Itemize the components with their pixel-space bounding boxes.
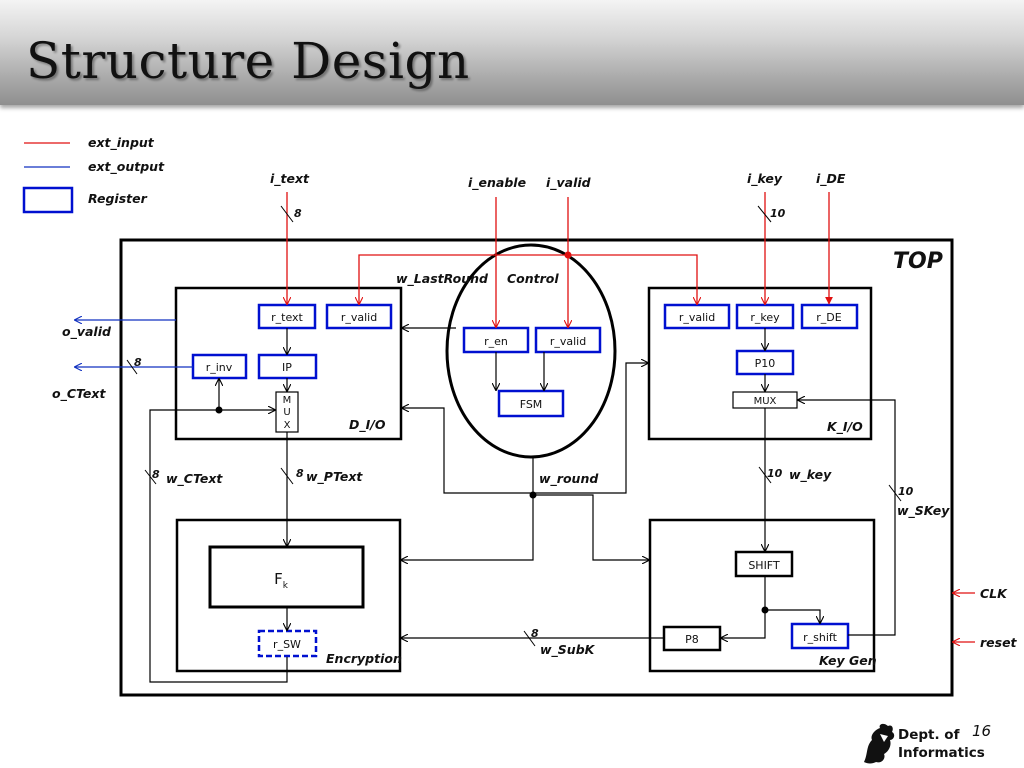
w-lastround-label: w_LastRound: [396, 271, 489, 287]
dio-r-text-label: r_text: [271, 311, 303, 324]
w-skey-width-tick: [888, 484, 902, 502]
o-ctext-width-tick: [126, 359, 138, 375]
kio-r-key-label: r_key: [750, 311, 780, 324]
o-valid-label: o_valid: [62, 324, 112, 340]
control-fsm-register: [497, 389, 565, 418]
w-key-width-tick: [758, 466, 772, 484]
w-subk-width: 8: [531, 627, 539, 640]
dio-r-valid-register: [325, 303, 393, 330]
control-fsm-label: FSM: [520, 398, 543, 411]
w-round-to-dio-wire: [402, 408, 534, 494]
i-de-label: i_DE: [816, 171, 846, 187]
top-module-box: [119, 238, 954, 697]
kio-r-valid-register: [663, 303, 731, 330]
w-round-label: w_round: [539, 471, 599, 487]
w-ctext-width-tick: [144, 469, 157, 485]
i-text-label: i_text: [270, 171, 310, 187]
w-ctext-width: 8: [152, 468, 160, 481]
control-r-en-label: r_en: [484, 335, 508, 348]
i-enable-label: i_enable: [468, 175, 526, 191]
keygen-shift-label: SHIFT: [748, 559, 780, 572]
slide-title: Structure Design: [26, 32, 470, 90]
dio-r-valid-label: r_valid: [341, 311, 377, 324]
w-round-to-keygen-wire: [533, 494, 649, 560]
keygen-shift-box: [734, 550, 794, 578]
dept-name: Dept. of Informatics: [898, 726, 985, 762]
w-round-to-kio-wire: [533, 363, 648, 494]
i-text-width: 8: [294, 207, 302, 220]
keygen-module-label: Key Gen: [819, 653, 877, 668]
dio-mux-label-m: M: [283, 395, 292, 406]
encryption-r-sw-register: [257, 629, 318, 658]
kio-p10-label: P10: [755, 357, 776, 370]
encryption-r-sw-label: r_SW: [273, 638, 301, 651]
kio-mux-label: MUX: [754, 396, 777, 407]
w-ctext-wire: [149, 409, 288, 683]
i-valid-to-kio-wire: [568, 254, 697, 304]
control-module-ellipse: [445, 243, 617, 459]
i-text-width-tick: [280, 205, 294, 223]
kio-module-label: K_I/O: [827, 419, 863, 435]
top-module-label: TOP: [893, 249, 943, 274]
w-ptext-width-tick: [280, 467, 294, 485]
encryption-module-label: Encryption: [326, 651, 402, 666]
w-key-label: w_key: [789, 467, 832, 483]
keygen-r-shift-register: [790, 622, 850, 650]
w-skey-label: w_SKey: [897, 503, 950, 519]
i-key-width-tick: [757, 205, 772, 223]
legend-input-label: ext_input: [88, 135, 155, 151]
kio-r-de-label: r_DE: [816, 311, 841, 324]
dio-module-label: D_I/O: [349, 417, 386, 433]
encryption-fk-box: [208, 545, 365, 609]
w-round-to-encryption-wire: [401, 495, 534, 560]
w-skey-width: 10: [898, 485, 914, 498]
page-number: 16: [972, 722, 992, 740]
encryption-fk-label: Fk: [274, 570, 289, 591]
control-r-valid-register: [534, 326, 602, 354]
keygen-r-shift-label: r_shift: [803, 631, 837, 644]
i-valid-to-dio-wire: [359, 254, 568, 304]
control-r-en-register: [462, 326, 530, 354]
legend-register-label: Register: [88, 191, 148, 206]
shift-to-p8-wire: [721, 610, 766, 638]
w-skey-wire: [798, 400, 896, 636]
dept-logo-icon: [864, 723, 895, 764]
dio-r-inv-label: r_inv: [206, 361, 233, 374]
i-valid-label: i_valid: [546, 175, 592, 191]
dio-ip-label: IP: [282, 361, 292, 374]
w-key-width: 10: [767, 467, 783, 480]
w-ptext-width: 8: [296, 467, 304, 480]
keygen-p8-box: [662, 625, 722, 652]
kio-r-de-register: [800, 303, 859, 330]
i-key-label: i_key: [747, 171, 783, 187]
legend-register-box: [22, 186, 74, 214]
title-bar: Structure Design: [0, 0, 1024, 105]
dio-mux-label-u: U: [283, 407, 290, 418]
w-ptext-label: w_PText: [306, 469, 363, 485]
o-ctext-width: 8: [134, 356, 142, 369]
w-subk-width-tick: [523, 630, 536, 647]
i-key-width: 10: [770, 207, 786, 220]
dio-mux-label-x: X: [284, 420, 291, 431]
control-module-label: Control: [507, 271, 559, 286]
dept-line-1: Dept. of: [898, 727, 960, 743]
w-ctext-label: w_CText: [166, 471, 223, 487]
o-ctext-label: o_CText: [52, 386, 106, 402]
dept-line-2: Informatics: [898, 745, 985, 761]
control-r-valid-label: r_valid: [550, 335, 586, 348]
w-subk-label: w_SubK: [540, 642, 596, 658]
shift-to-r-shift-wire: [765, 609, 820, 623]
keygen-p8-label: P8: [685, 633, 699, 646]
clk-label: CLK: [980, 586, 1008, 601]
reset-label: reset: [980, 635, 1018, 650]
kio-r-valid-label: r_valid: [679, 311, 715, 324]
legend-output-label: ext_output: [88, 159, 165, 175]
